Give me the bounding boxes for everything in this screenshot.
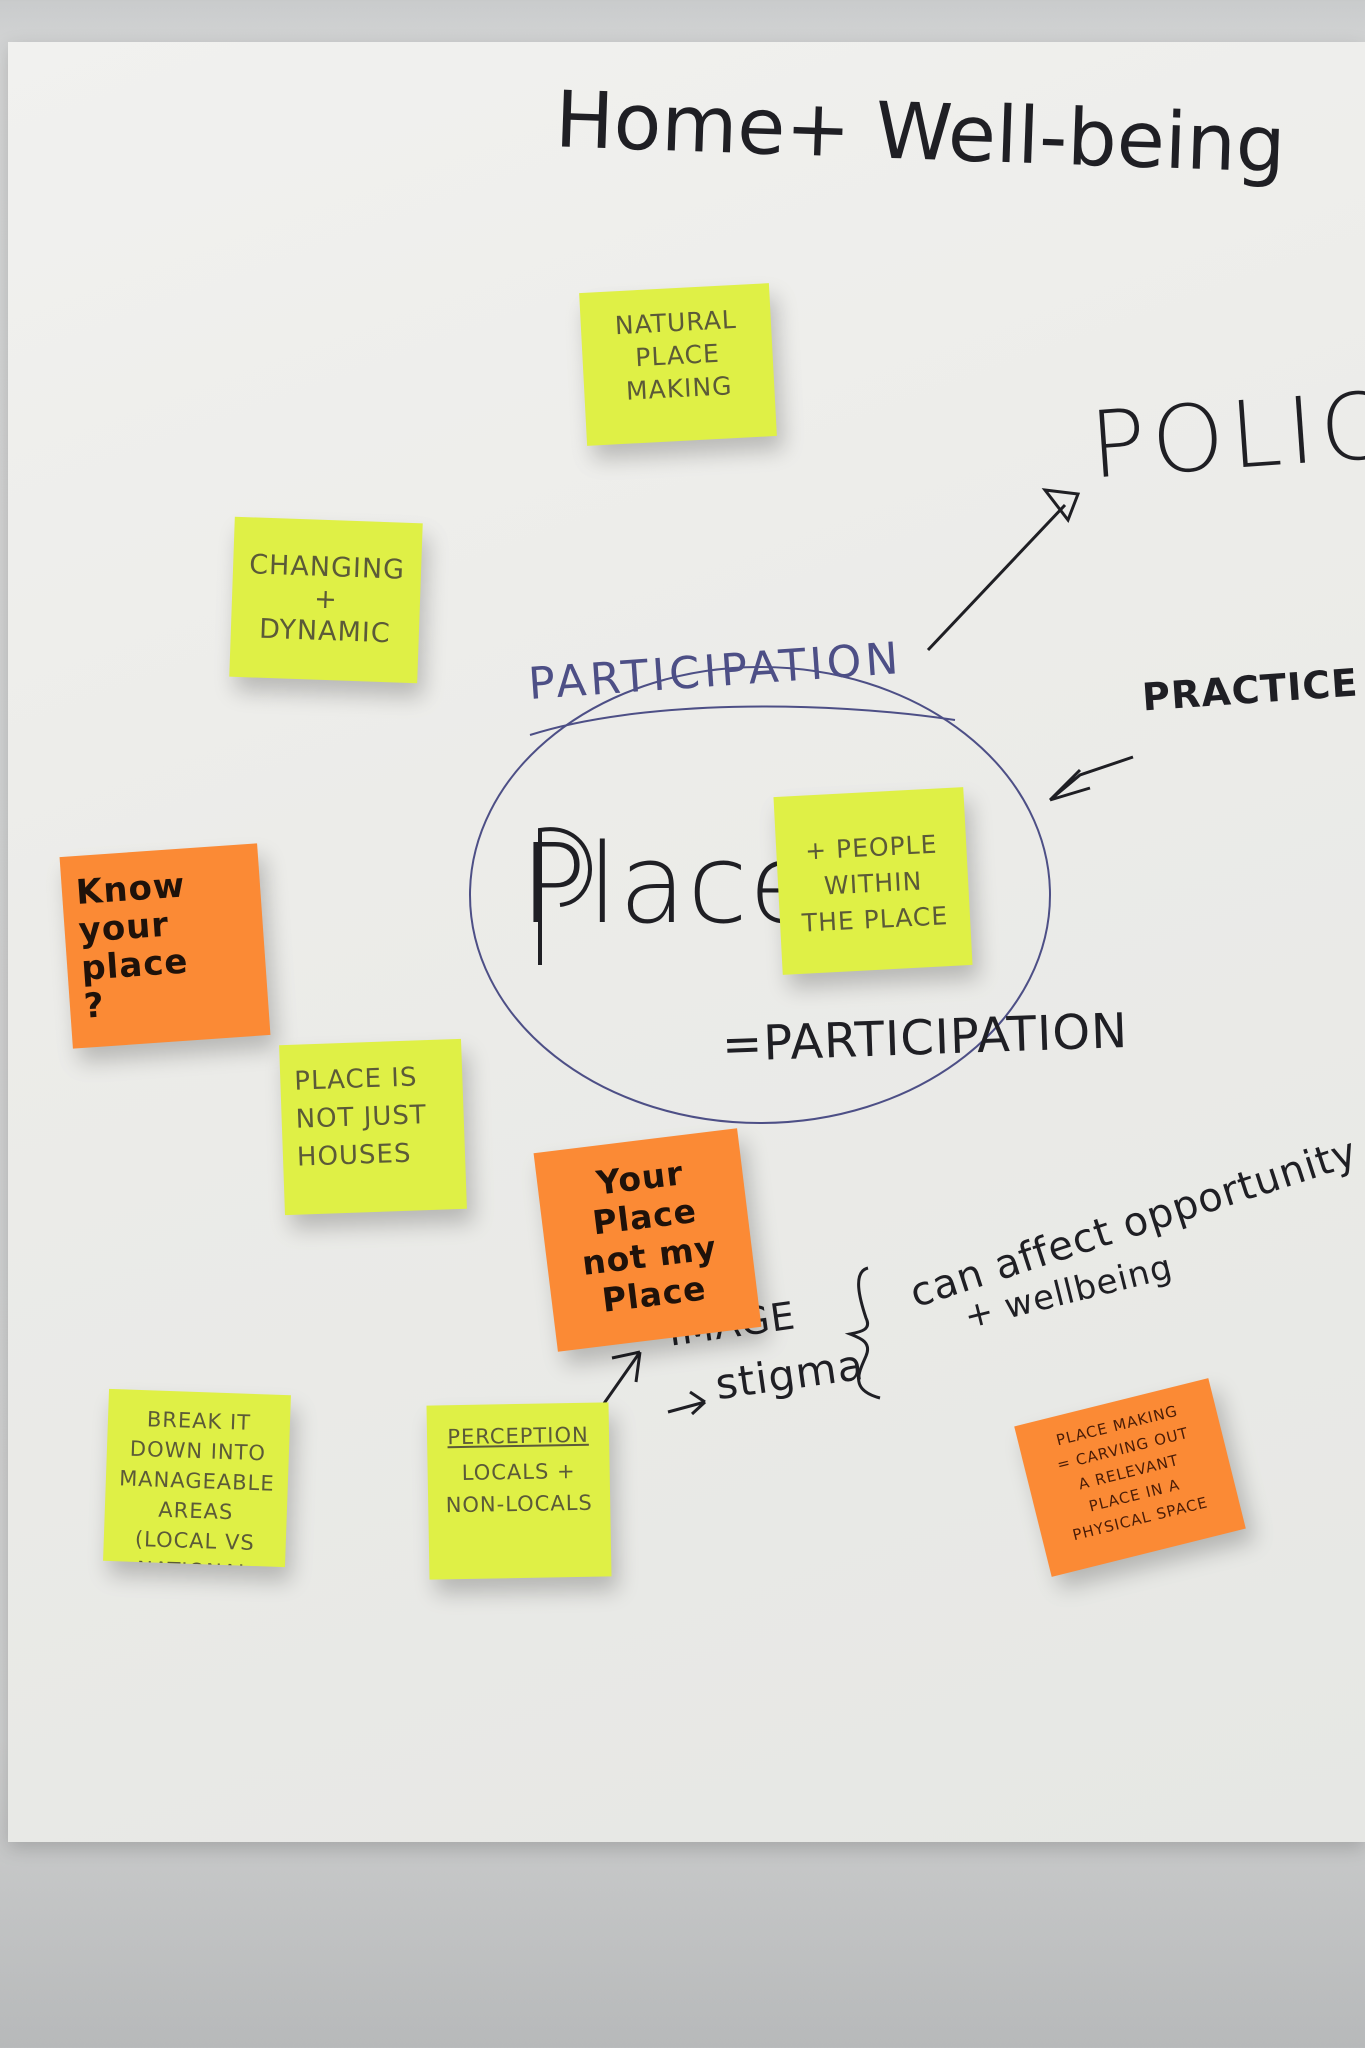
note-people-within-place-text: + PEOPLE WITHIN THE PLACE <box>801 829 949 938</box>
note-place-not-just-houses: PLACE IS NOT JUST HOUSES <box>279 1038 467 1216</box>
note-perception-text: LOCALS + NON-LOCALS <box>445 1459 593 1518</box>
note-changing-dynamic-text: CHANGING + DYNAMIC <box>248 549 406 650</box>
note-break-it-down: BREAK IT DOWN INTO MANAGEABLE AREAS (LOC… <box>103 1388 291 1568</box>
note-perception-title: PERCEPTION <box>447 1422 589 1450</box>
note-know-your-place-text: Know your place ? <box>74 865 190 1027</box>
note-your-place-not-my-place-text: Your Place not my Place <box>579 1153 719 1320</box>
note-natural-place-making: NATURAL PLACE MAKING <box>579 283 777 446</box>
note-your-place-not-my-place: Your Place not my Place <box>533 1128 762 1352</box>
note-changing-dynamic: CHANGING + DYNAMIC <box>229 516 423 684</box>
note-break-it-down-text: BREAK IT DOWN INTO MANAGEABLE AREAS (LOC… <box>118 1407 276 1567</box>
note-place-making-carving-text: PLACE MAKING = CARVING OUT A RELEVANT PL… <box>1054 1401 1210 1545</box>
place-label: Place <box>520 820 818 948</box>
note-perception: PERCEPTION LOCALS + NON-LOCALS <box>426 1402 612 1580</box>
note-know-your-place: Know your place ? <box>59 843 271 1049</box>
note-place-not-just-houses-text: PLACE IS NOT JUST HOUSES <box>293 1062 428 1173</box>
note-natural-place-making-text: NATURAL PLACE MAKING <box>614 304 738 406</box>
note-people-within-place: + PEOPLE WITHIN THE PLACE <box>773 787 973 975</box>
